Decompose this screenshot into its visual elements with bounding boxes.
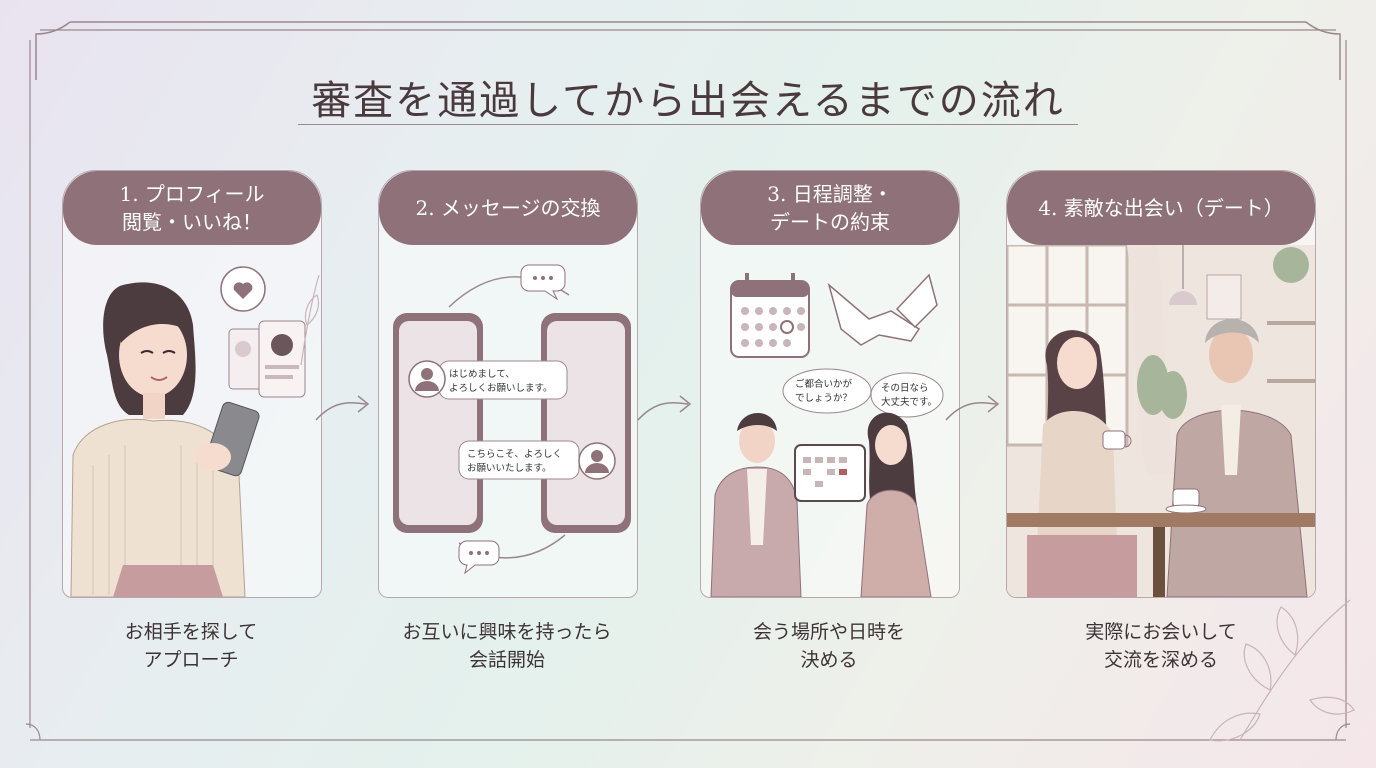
plant	[1137, 355, 1187, 419]
step-1-heading: 1. プロフィール 閲覧・いいね！	[63, 171, 321, 245]
message-bubble-1: はじめまして、 よろしくお願いします。	[438, 360, 568, 400]
coffee-cup-icon	[1102, 430, 1132, 450]
smartphone-icon	[393, 313, 631, 533]
step-1-illustration	[63, 245, 321, 597]
speech-line: その日なら	[881, 383, 929, 394]
step-card-1: 1. プロフィール 閲覧・いいね！	[62, 170, 322, 598]
page-title: 審査を通過してから出会えるまでの流れ	[311, 78, 1065, 124]
arrow-right-icon	[637, 395, 692, 421]
floral-decoration	[1209, 599, 1355, 742]
message-line: お願いいたします。	[467, 463, 552, 474]
arrow-right-icon	[945, 395, 1000, 421]
speech-line: ご都合いかが	[795, 378, 853, 390]
smartphone-icon	[195, 401, 260, 477]
step-card-2: はじめまして、 よろしくお願いします。 こちらこそ、よろしく お願いいたします。…	[378, 170, 638, 598]
step-3-heading: 3. 日程調整・ デートの約束	[701, 171, 959, 245]
step-4-description: 実際にお会いして 交流を深める	[1085, 621, 1237, 671]
step-1-description: お相手を探して アプローチ	[124, 621, 258, 671]
speech-line: でしょうか？	[795, 393, 852, 404]
message-line: よろしくお願いします。	[449, 383, 553, 394]
step-2-illustration: はじめまして、 よろしくお願いします。 こちらこそ、よろしく お願いいたします。	[379, 245, 637, 597]
step-card-4: 4. 素敵な出会い（デート）	[1006, 170, 1316, 598]
step-4-illustration	[1007, 243, 1315, 597]
tablet-calendar-icon	[794, 444, 866, 502]
floral-decoration	[300, 274, 320, 366]
heart-icon	[220, 266, 266, 312]
man-character	[710, 413, 802, 597]
speech-line: 大丈夫です。	[881, 396, 937, 408]
speech-bubble-2: その日なら 大丈夫です。	[870, 372, 944, 418]
step-card-3: ご都合いかが でしょうか？ その日なら 大丈夫です。	[700, 170, 960, 598]
woman-character	[1027, 330, 1137, 597]
step-2-heading: 2. メッセージの交換	[379, 171, 637, 245]
step-2-description: お互いに興味を持ったら 会話開始	[402, 621, 612, 671]
speech-bubble-1: ご都合いかが でしょうか？	[782, 368, 872, 414]
handshake-icon	[827, 273, 938, 346]
step-3-illustration: ご都合いかが でしょうか？ その日なら 大丈夫です。	[701, 245, 959, 597]
step-4-heading: 4. 素敵な出会い（デート）	[1007, 171, 1315, 245]
message-bubble-2: こちらこそ、よろしく お願いいたします。	[458, 440, 580, 480]
user-avatar-icon	[408, 360, 446, 398]
step-3-description: 会う場所や日時を 決める	[752, 621, 905, 671]
chat-bubble-icon	[458, 540, 500, 575]
coffee-cup-icon	[1165, 488, 1207, 514]
cafe-table	[1007, 513, 1315, 597]
profile-card-icon	[228, 320, 306, 398]
message-line: はじめまして、	[449, 369, 515, 380]
user-avatar-icon	[578, 442, 616, 480]
chat-bubble-icon	[520, 264, 566, 301]
man-character	[1166, 319, 1308, 597]
arrow-right-icon	[315, 395, 370, 421]
message-line: こちらこそ、よろしく	[467, 449, 562, 460]
woman-character	[860, 412, 932, 597]
pendant-lamp	[1169, 245, 1197, 305]
calendar-icon	[730, 273, 810, 358]
wall-shelf	[1206, 247, 1315, 383]
title-divider	[298, 124, 1078, 125]
